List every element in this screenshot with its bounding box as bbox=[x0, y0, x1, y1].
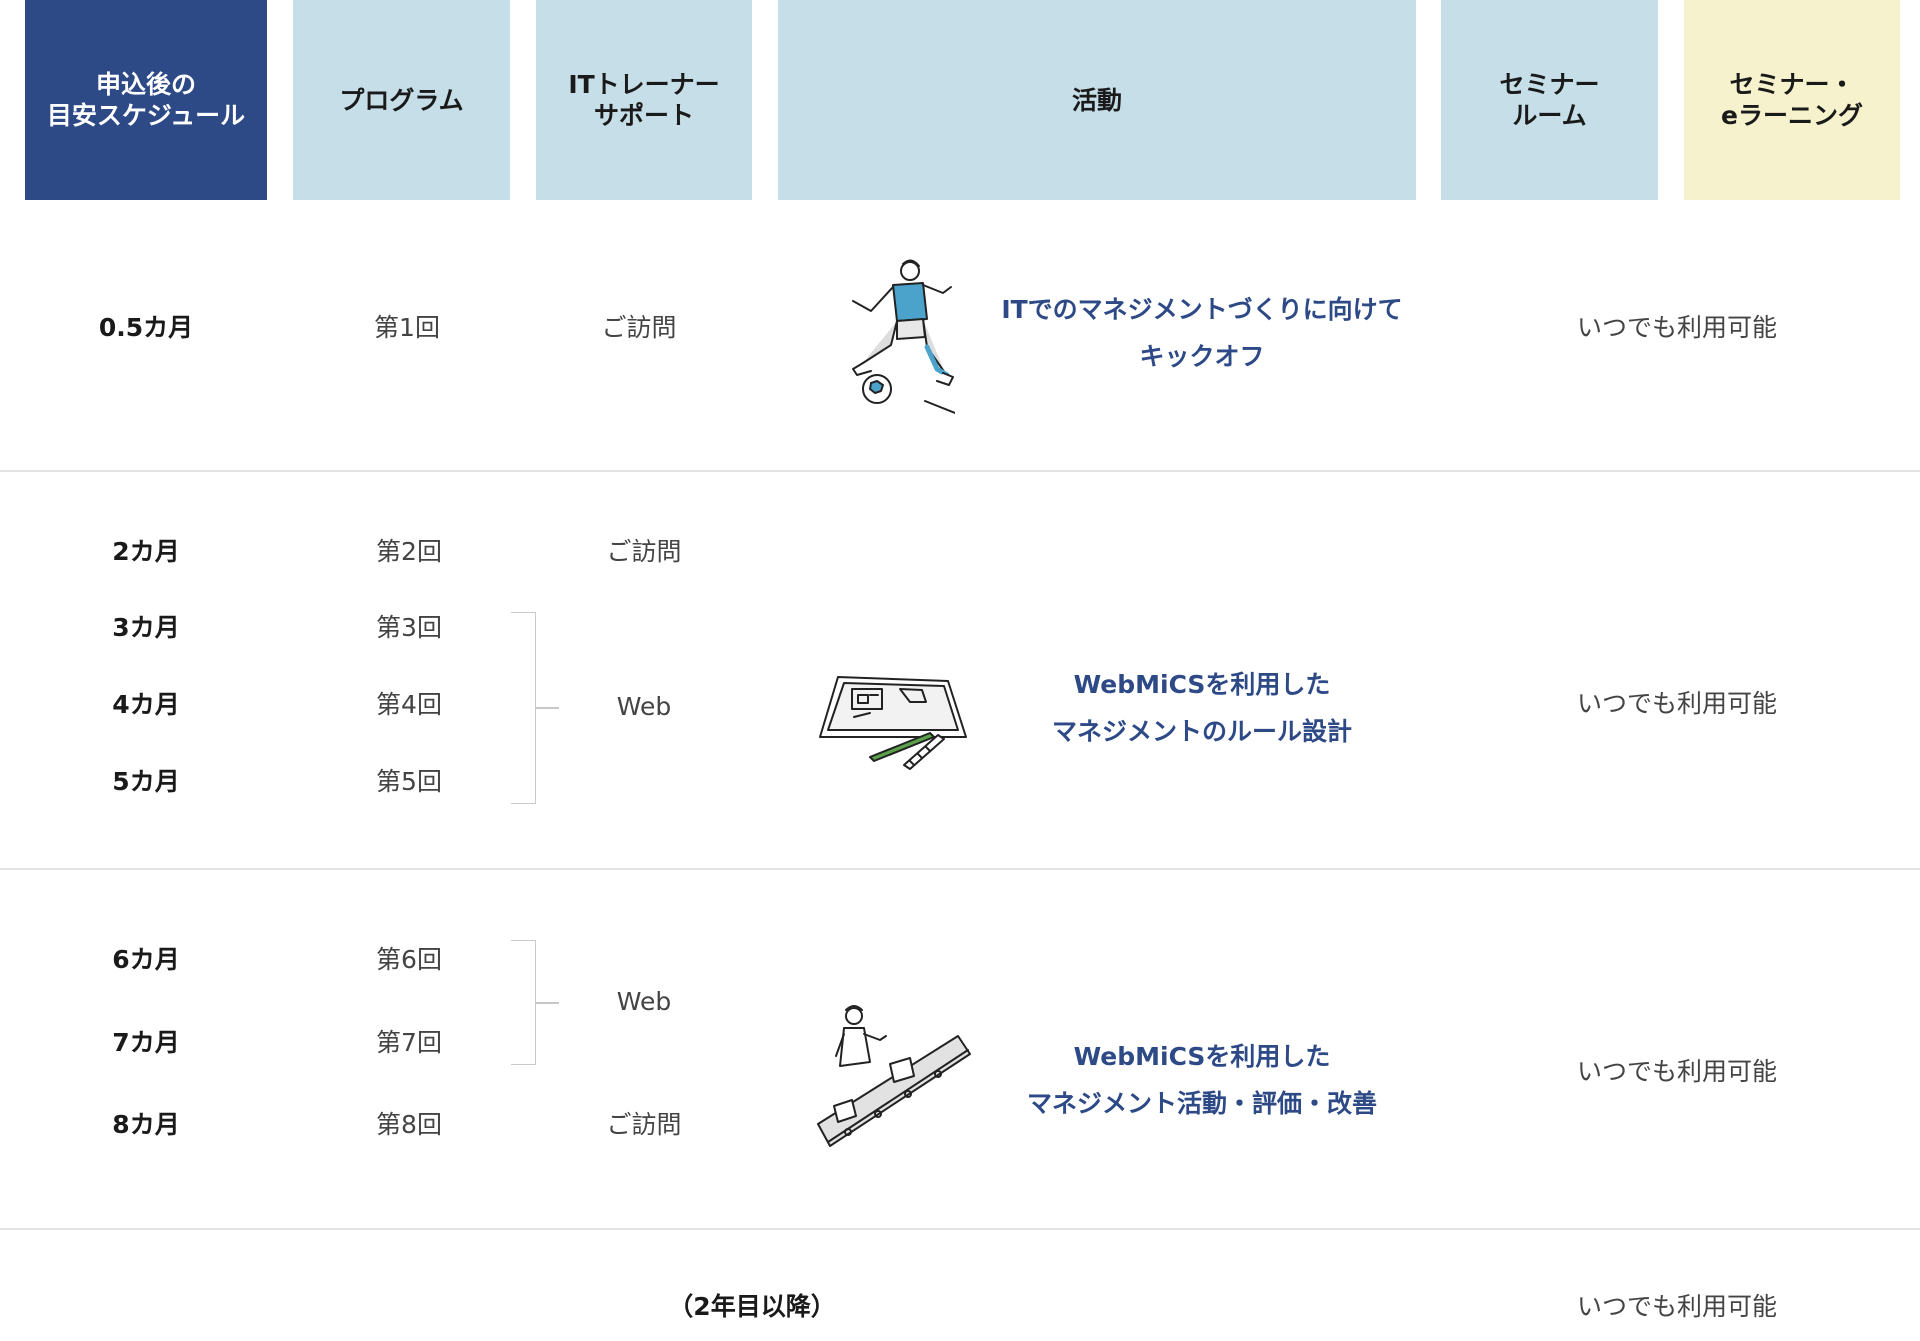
program-label: 第6回 bbox=[376, 945, 442, 974]
support-label: Web bbox=[616, 692, 672, 721]
bracket-connector bbox=[535, 1002, 559, 1004]
program-label: 第5回 bbox=[376, 767, 442, 796]
month-label: 5カ月 bbox=[112, 767, 180, 796]
header-schedule: 申込後の 目安スケジュール bbox=[25, 0, 267, 200]
support-label: ご訪問 bbox=[601, 313, 677, 342]
header-activity: 活動 bbox=[778, 0, 1416, 200]
bracket-connector bbox=[535, 707, 559, 709]
activity-text: WebMiCSを利用した マネジメント活動・評価・改善 bbox=[1026, 1042, 1378, 1118]
header-seminar-room-label: セミナー ルーム bbox=[1499, 70, 1600, 130]
support-label: ご訪問 bbox=[606, 537, 682, 566]
availability-label: いつでも利用可能 bbox=[1576, 1292, 1778, 1321]
month-label: 8カ月 bbox=[112, 1110, 180, 1139]
header-trainer-support: ITトレーナー サポート bbox=[536, 0, 752, 200]
month-label: 3カ月 bbox=[112, 613, 180, 642]
soccer-player-icon bbox=[852, 259, 955, 414]
header-seminar-room: セミナー ルーム bbox=[1441, 0, 1658, 200]
month-label: 7カ月 bbox=[112, 1028, 180, 1057]
row-divider bbox=[0, 868, 1920, 870]
header-elearning-label: セミナー・ eラーニング bbox=[1721, 70, 1863, 130]
availability-label: いつでも利用可能 bbox=[1576, 1057, 1778, 1086]
program-label: 第7回 bbox=[376, 1028, 442, 1057]
row-divider bbox=[0, 470, 1920, 472]
month-label: 4カ月 bbox=[112, 690, 180, 719]
availability-label: いつでも利用可能 bbox=[1576, 689, 1778, 718]
conveyor-belt-icon bbox=[817, 1005, 971, 1147]
second-year-note: （2年目以降） bbox=[668, 1292, 836, 1321]
blueprint-desk-icon bbox=[819, 676, 967, 770]
header-schedule-label: 申込後の 目安スケジュール bbox=[46, 70, 246, 130]
program-label: 第4回 bbox=[376, 690, 442, 719]
availability-label: いつでも利用可能 bbox=[1576, 313, 1778, 342]
activity-text: WebMiCSを利用した マネジメントのルール設計 bbox=[1051, 670, 1353, 746]
header-program-label: プログラム bbox=[339, 85, 464, 115]
header-activity-label: 活動 bbox=[1071, 85, 1122, 115]
session-bracket bbox=[511, 940, 536, 1065]
month-label: 6カ月 bbox=[112, 945, 180, 974]
program-label: 第1回 bbox=[374, 313, 440, 342]
program-label: 第8回 bbox=[376, 1110, 442, 1139]
header-elearning: セミナー・ eラーニング bbox=[1684, 0, 1900, 200]
program-label: 第2回 bbox=[376, 537, 442, 566]
session-bracket bbox=[511, 612, 536, 804]
header-trainer-support-label: ITトレーナー サポート bbox=[568, 70, 720, 130]
month-label: 2カ月 bbox=[112, 537, 180, 566]
support-label: ご訪問 bbox=[606, 1110, 682, 1139]
activity-text: ITでのマネジメントづくりに向けて キックオフ bbox=[1001, 295, 1403, 371]
month-label: 0.5カ月 bbox=[98, 313, 194, 342]
program-label: 第3回 bbox=[376, 613, 442, 642]
support-label: Web bbox=[616, 987, 672, 1016]
row-divider bbox=[0, 1228, 1920, 1230]
header-program: プログラム bbox=[293, 0, 510, 200]
